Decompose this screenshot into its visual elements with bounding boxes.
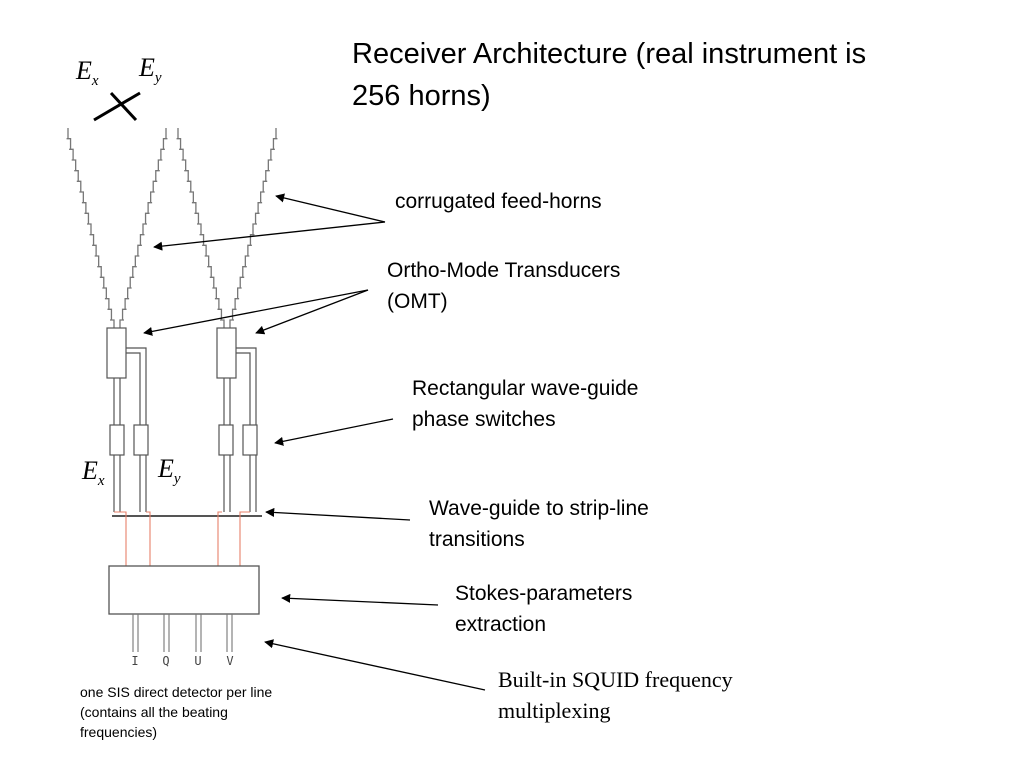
stokes-box xyxy=(108,565,260,615)
arrow-stokes xyxy=(281,593,439,606)
strip-lines xyxy=(114,511,250,566)
label-feed-horns: corrugated feed-horns xyxy=(395,190,602,213)
label-phase-switches: Rectangular wave-guide phase switches xyxy=(412,377,639,431)
label-squid: Built-in SQUID frequency multiplexing xyxy=(498,667,733,723)
omt-box-1 xyxy=(106,327,127,379)
arrow-omt-right xyxy=(255,289,369,335)
horn-1-left-wall xyxy=(66,128,115,328)
output-label-i: I xyxy=(131,654,138,668)
horn-1-right-wall xyxy=(119,128,168,328)
ey-label-top: Ey xyxy=(139,53,162,87)
phase-switch-3 xyxy=(218,424,234,456)
output-label-u: U xyxy=(194,654,201,668)
omt-box-2 xyxy=(216,327,237,379)
output-label-v: V xyxy=(226,654,233,668)
ex-label-top: Ex xyxy=(76,56,99,90)
label-detector-note: one SIS direct detector per line (contai… xyxy=(80,684,273,740)
phase-switch-1 xyxy=(109,424,125,456)
feed-horns xyxy=(66,128,278,328)
arrow-feed-horns-right xyxy=(275,193,386,223)
arrow-omt-left xyxy=(143,289,369,336)
slide-title: Receiver Architecture (real instrument i… xyxy=(352,38,867,112)
waveguides xyxy=(113,347,257,512)
label-transitions: Wave-guide to strip-line transitions xyxy=(429,497,649,551)
output-lines xyxy=(132,614,233,652)
ex-label-mid: Ex xyxy=(82,456,105,490)
annotation-arrows xyxy=(143,193,486,691)
polarization-cross xyxy=(93,91,141,122)
phase-switch-4 xyxy=(242,424,258,456)
arrow-phase-switch xyxy=(274,418,394,446)
output-labels: I Q U V xyxy=(131,654,233,668)
output-label-q: Q xyxy=(162,654,169,668)
phase-switches xyxy=(109,424,258,456)
arrow-squid xyxy=(264,639,486,691)
label-omt: Ortho-Mode Transducers (OMT) xyxy=(387,259,621,313)
ey-label-mid: Ey xyxy=(158,454,181,488)
horn-2-left-wall xyxy=(176,128,225,328)
horn-2-right-wall xyxy=(229,128,278,328)
label-stokes: Stokes-parameters extraction xyxy=(455,582,633,636)
arrow-transition xyxy=(265,507,411,521)
phase-switch-2 xyxy=(133,424,149,456)
arrow-feed-horns-left xyxy=(153,221,386,251)
